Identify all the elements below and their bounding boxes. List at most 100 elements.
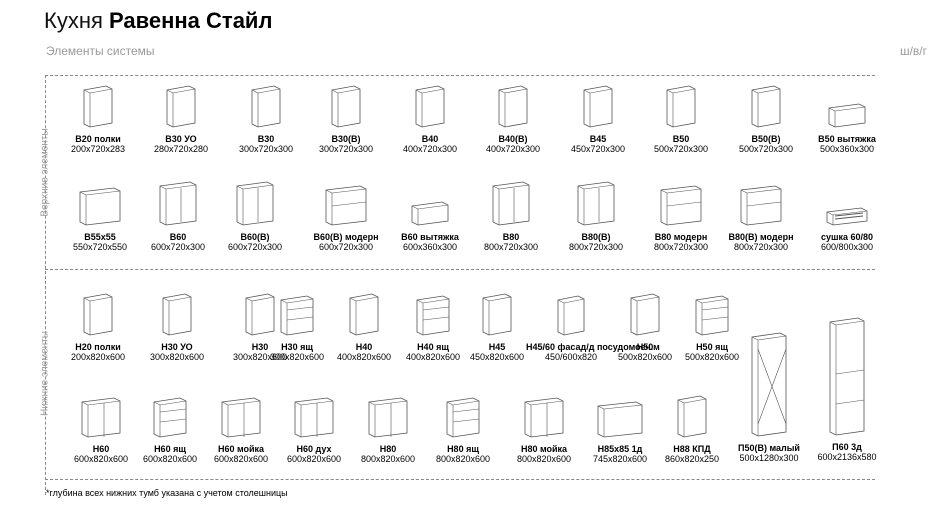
item-dimensions: 550х720х550 — [72, 242, 128, 252]
double-glass-wall-cabinet-icon — [210, 172, 300, 228]
item-name: Н20 полки — [75, 342, 121, 352]
wall-cabinet-icon — [636, 74, 726, 130]
item-dimensions: 600/800х300 — [820, 242, 874, 252]
item-dimensions: 500х720х300 — [653, 144, 709, 154]
drawer-base-icon — [388, 280, 478, 338]
item-dimensions: 500х720х300 — [738, 144, 794, 154]
modern-lift-cabinet-icon — [636, 172, 726, 228]
item-dimensions: 745х820х600 — [592, 454, 648, 464]
item-dimensions: 600х720х300 — [150, 242, 206, 252]
item-name: Н30 УО — [161, 342, 193, 352]
item-dimensions: 450/600х820 — [544, 352, 598, 362]
dimension-code: ш/в/г — [899, 44, 927, 58]
sink-base-icon — [499, 380, 589, 440]
base-cabinet-icon — [600, 280, 690, 338]
item-dimensions: 200х720х283 — [70, 144, 126, 154]
catalog-item: В30(В)300х720х300 — [301, 74, 391, 155]
item-name: Н60 — [92, 444, 110, 454]
item-dimensions: 400х820х600 — [405, 352, 461, 362]
catalog-item: В60(В)600х720х300 — [210, 172, 300, 253]
title-bold: Равенна Стайл — [109, 8, 273, 33]
item-name: В20 полки — [75, 134, 121, 144]
item-dimensions: 600х820х600 — [286, 454, 342, 464]
item-dimensions: 300х720х300 — [238, 144, 294, 154]
item-dimensions: 800х820х600 — [516, 454, 572, 464]
item-name: В40 — [421, 134, 439, 144]
item-dimensions: 500х820х600 — [617, 352, 673, 362]
hood-cabinet-icon — [385, 172, 475, 228]
item-name: Н60 мойка — [217, 444, 265, 454]
item-dimensions: 800х820х600 — [435, 454, 491, 464]
item-name: Н30 — [251, 342, 269, 352]
subtitle: Элементы системы — [46, 44, 155, 58]
section-bracket — [45, 75, 46, 495]
item-name: В30(В) — [331, 134, 361, 144]
item-name: Н50 ящ — [696, 342, 728, 352]
item-name: В50 — [672, 134, 690, 144]
item-name: Н85х85 1д — [597, 444, 643, 454]
item-name: Н45/60 фасад/д посудомоеч.м — [526, 342, 660, 352]
drawer-base-icon — [667, 280, 757, 338]
item-dimensions: 500х1280х300 — [739, 453, 799, 463]
item-name: Н88 КПД — [673, 444, 711, 454]
item-dimensions: 200х820х600 — [70, 352, 126, 362]
hood-cabinet-icon — [802, 74, 892, 130]
item-name: В80(В) модерн — [728, 232, 794, 242]
item-name: В40(В) — [498, 134, 528, 144]
item-name: В45 — [589, 134, 607, 144]
end-shelf-base-icon — [647, 380, 737, 440]
item-name: Н80 мойка — [520, 444, 568, 454]
item-name: В60(В) — [240, 232, 270, 242]
item-dimensions: 600х820х600 — [142, 454, 198, 464]
double-base-cabinet-icon — [343, 380, 433, 440]
item-dimensions: 400х720х300 — [485, 144, 541, 154]
section-upper-label: Верхние элементы — [39, 128, 51, 217]
item-dimensions: 500х360х300 — [819, 144, 875, 154]
item-name: В50(В) — [751, 134, 781, 144]
corner-base-icon — [575, 380, 665, 440]
item-dimensions: 300х820х600 — [232, 352, 288, 362]
item-dimensions: 450х820х600 — [469, 352, 525, 362]
item-name: П60 3д — [832, 442, 862, 452]
base-cabinet-icon — [319, 280, 409, 338]
item-name: В80 модерн — [654, 232, 708, 242]
corner-end-base-icon — [132, 280, 222, 338]
divider-top — [45, 75, 875, 76]
item-dimensions: 600х360х300 — [402, 242, 458, 252]
base-cabinet-icon — [452, 280, 542, 338]
item-dimensions: 600х2136х580 — [817, 452, 877, 462]
item-dimensions: 500х820х600 — [684, 352, 740, 362]
glass-wall-cabinet-icon — [301, 74, 391, 130]
item-name: П50(В) малый — [738, 443, 800, 453]
item-dimensions: 300х820х600 — [269, 352, 325, 362]
item-name: Н40 — [355, 342, 373, 352]
catalog-item: В80(В)800х720х300 — [551, 172, 641, 253]
item-name: В60 — [169, 232, 187, 242]
item-dimensions: 600х820х600 — [213, 454, 269, 464]
item-dimensions: 300х820х600 — [149, 352, 205, 362]
corner-end-shelf-icon — [136, 74, 226, 130]
item-name: В55х55 — [84, 232, 116, 242]
item-dimensions: 800х720х300 — [568, 242, 624, 252]
item-name: Н60 дух — [296, 444, 332, 454]
modern-glass-cabinet-icon — [301, 172, 391, 228]
